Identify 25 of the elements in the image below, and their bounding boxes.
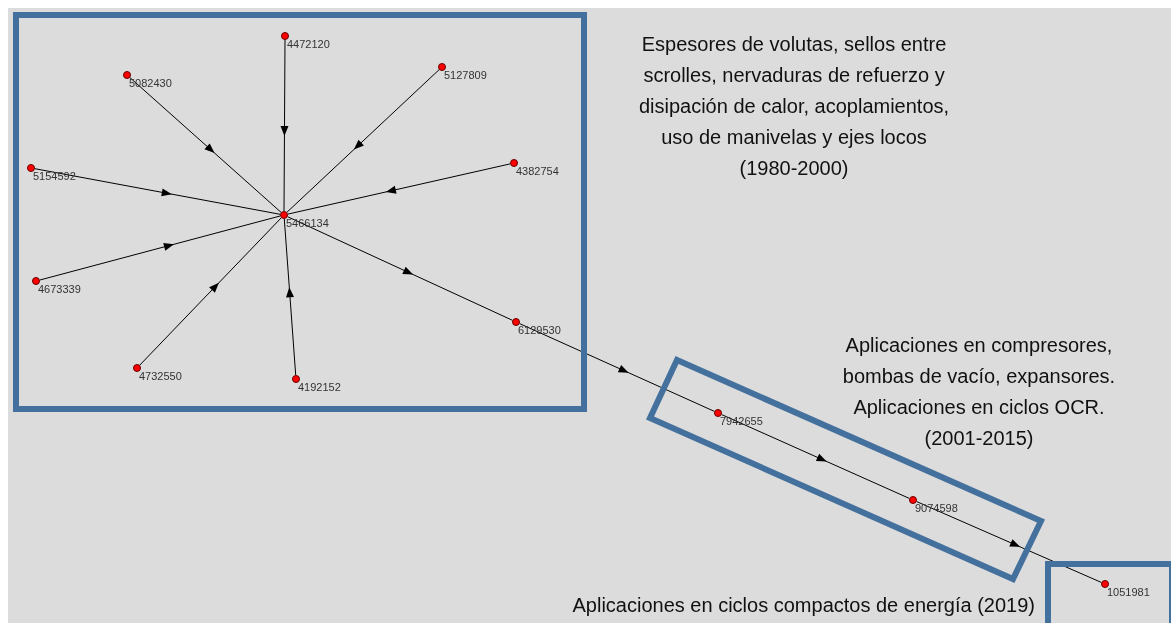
node-label: 5127809 — [444, 69, 487, 81]
node-label: 4732550 — [139, 370, 182, 382]
group-frame — [1045, 561, 1171, 623]
group-description: Aplicaciones en compresores, bombas de vacío, expansores. Aplicaciones en ciclos OCR. (2001-2015) — [841, 333, 1117, 451]
arrow — [283, 218, 297, 376]
arrow — [34, 168, 281, 215]
node-label: 5154592 — [33, 170, 76, 182]
arrow — [139, 217, 282, 366]
arrow — [916, 501, 1102, 583]
arrow — [129, 77, 282, 213]
arrow — [519, 323, 715, 412]
node-label: 4192152 — [298, 381, 341, 393]
node-label: 4472120 — [287, 38, 330, 50]
group-frame — [13, 12, 587, 412]
arrow — [286, 69, 440, 213]
arrow — [287, 163, 511, 215]
node-label: 4382754 — [516, 165, 559, 177]
node-label: 1051981 — [1107, 586, 1150, 598]
arrow — [280, 39, 289, 212]
group-description: Espesores de volutas, sellos entre scrolles, nervaduras de refuerzo y disipación de calor, acoplamientos, uso de manivelas y ejes locos (1980-2000) — [637, 32, 951, 181]
arrow — [721, 414, 910, 499]
group-description: Aplicaciones en ciclos compactos de energía (2019) — [571, 593, 1035, 618]
arrow — [287, 216, 513, 321]
arrow — [39, 215, 281, 281]
node-label: 4673339 — [38, 283, 81, 295]
